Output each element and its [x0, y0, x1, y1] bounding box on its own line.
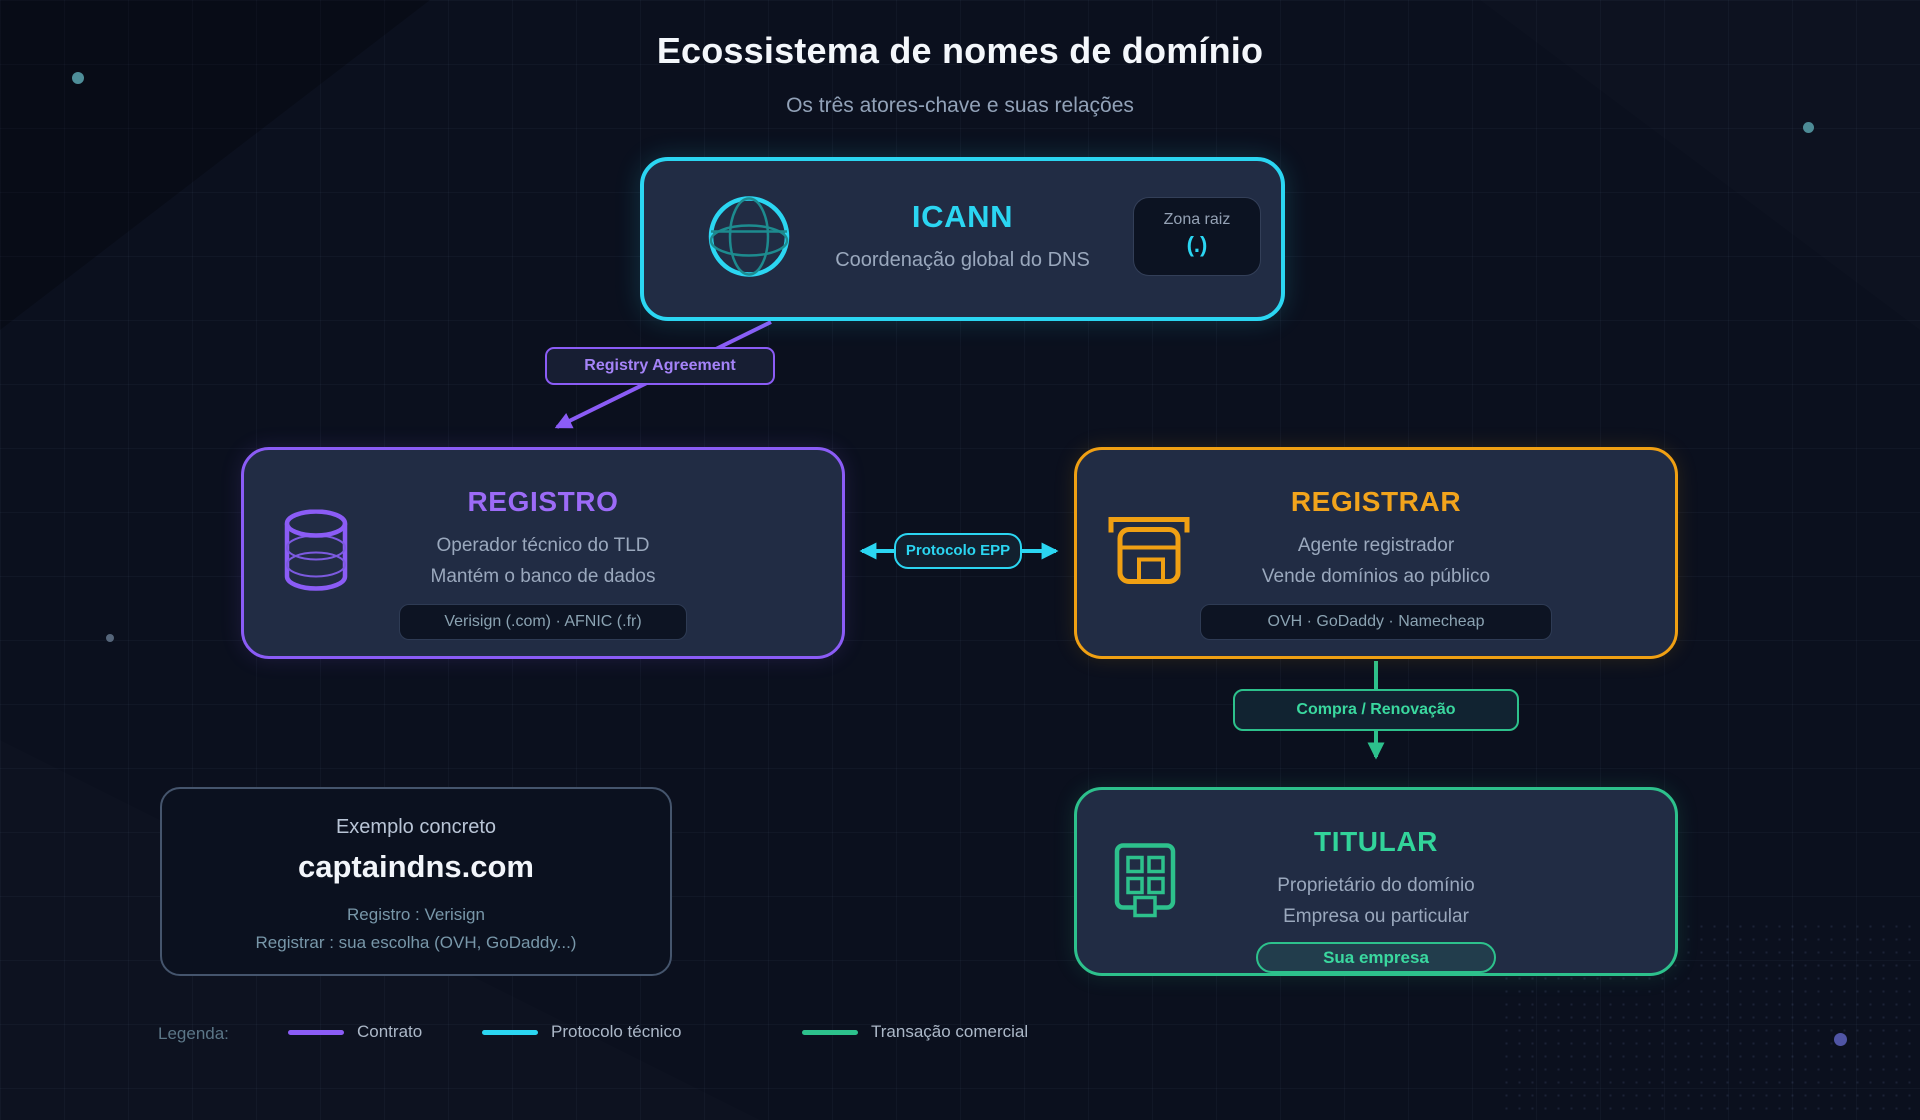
protocol-line-swatch [482, 1029, 538, 1035]
building-icon [1111, 840, 1179, 923]
database-icon [280, 509, 352, 597]
registrar-line-2: Vende domínios ao público [1261, 566, 1491, 587]
zona-raiz-badge: Zona raiz (.) [1133, 197, 1261, 276]
contract-line-swatch [288, 1029, 344, 1035]
edge-label-protocolo-epp: Protocolo EPP [894, 533, 1022, 569]
titular-line-1: Proprietário do domínio [1277, 875, 1475, 896]
legend: Legenda: Contrato Protocolo técnico Tran… [0, 1022, 1920, 1048]
globe-icon [706, 194, 792, 285]
icann-description: Coordenação global do DNS [835, 249, 1090, 271]
registrar-title: REGISTRAR [1290, 486, 1462, 517]
titular-line-2: Empresa ou particular [1283, 906, 1469, 927]
transaction-line-swatch [802, 1029, 858, 1035]
registrar-line-1: Agente registrador [1297, 535, 1455, 556]
page-subtitle: Os três atores-chave e suas relações [786, 94, 1134, 117]
decorative-dot [1803, 122, 1814, 133]
legend-item-protocolo-tecnico: Protocolo técnico [482, 1022, 681, 1042]
titular-company-badge: Sua empresa [1256, 942, 1496, 973]
icann-title: ICANN [911, 199, 1014, 234]
registro-examples-badge: Verisign (.com) · AFNIC (.fr) [399, 604, 687, 640]
example-card: Exemplo concreto captaindns.com Registro… [160, 787, 672, 976]
registro-node: REGISTRO Operador técnico do TLD Mantém … [241, 447, 845, 659]
legend-title: Legenda: [158, 1024, 229, 1043]
registro-line-1: Operador técnico do TLD [436, 535, 650, 556]
registrar-examples-badge: OVH · GoDaddy · Namecheap [1200, 604, 1552, 640]
legend-item-transacao-comercial: Transação comercial [802, 1022, 1028, 1042]
registro-line-2: Mantém o banco de dados [430, 566, 656, 587]
titular-title: TITULAR [1314, 826, 1438, 857]
registro-title: REGISTRO [467, 486, 619, 517]
example-registro-line: Registro : Verisign [347, 905, 485, 924]
example-registrar-line: Registrar : sua escolha (OVH, GoDaddy...… [255, 933, 577, 952]
legend-item-label: Protocolo técnico [551, 1022, 682, 1041]
zona-raiz-label: Zona raiz [1163, 211, 1231, 228]
decorative-dot [106, 634, 114, 642]
edge-label-registry-agreement: Registry Agreement [545, 347, 775, 385]
root-dot-value: (.) [1186, 232, 1208, 257]
titular-node: TITULAR Proprietário do domínio Empresa … [1074, 787, 1678, 976]
decorative-dot [1834, 1033, 1847, 1046]
legend-item-label: Transação comercial [871, 1022, 1029, 1041]
registrar-node: REGISTRAR Agente registrador Vende domín… [1074, 447, 1678, 659]
example-heading: Exemplo concreto [335, 816, 497, 838]
decorative-dot [72, 72, 84, 84]
legend-item-contrato: Contrato [288, 1022, 422, 1042]
icann-node: ICANN Coordenação global do DNS Zona rai… [640, 157, 1285, 321]
page-title: Ecossistema de nomes de domínio [656, 30, 1264, 71]
example-domain: captaindns.com [298, 849, 534, 884]
legend-item-label: Contrato [357, 1022, 423, 1041]
edge-label-compra-renovacao: Compra / Renovação [1233, 689, 1519, 731]
store-icon [1105, 515, 1193, 592]
